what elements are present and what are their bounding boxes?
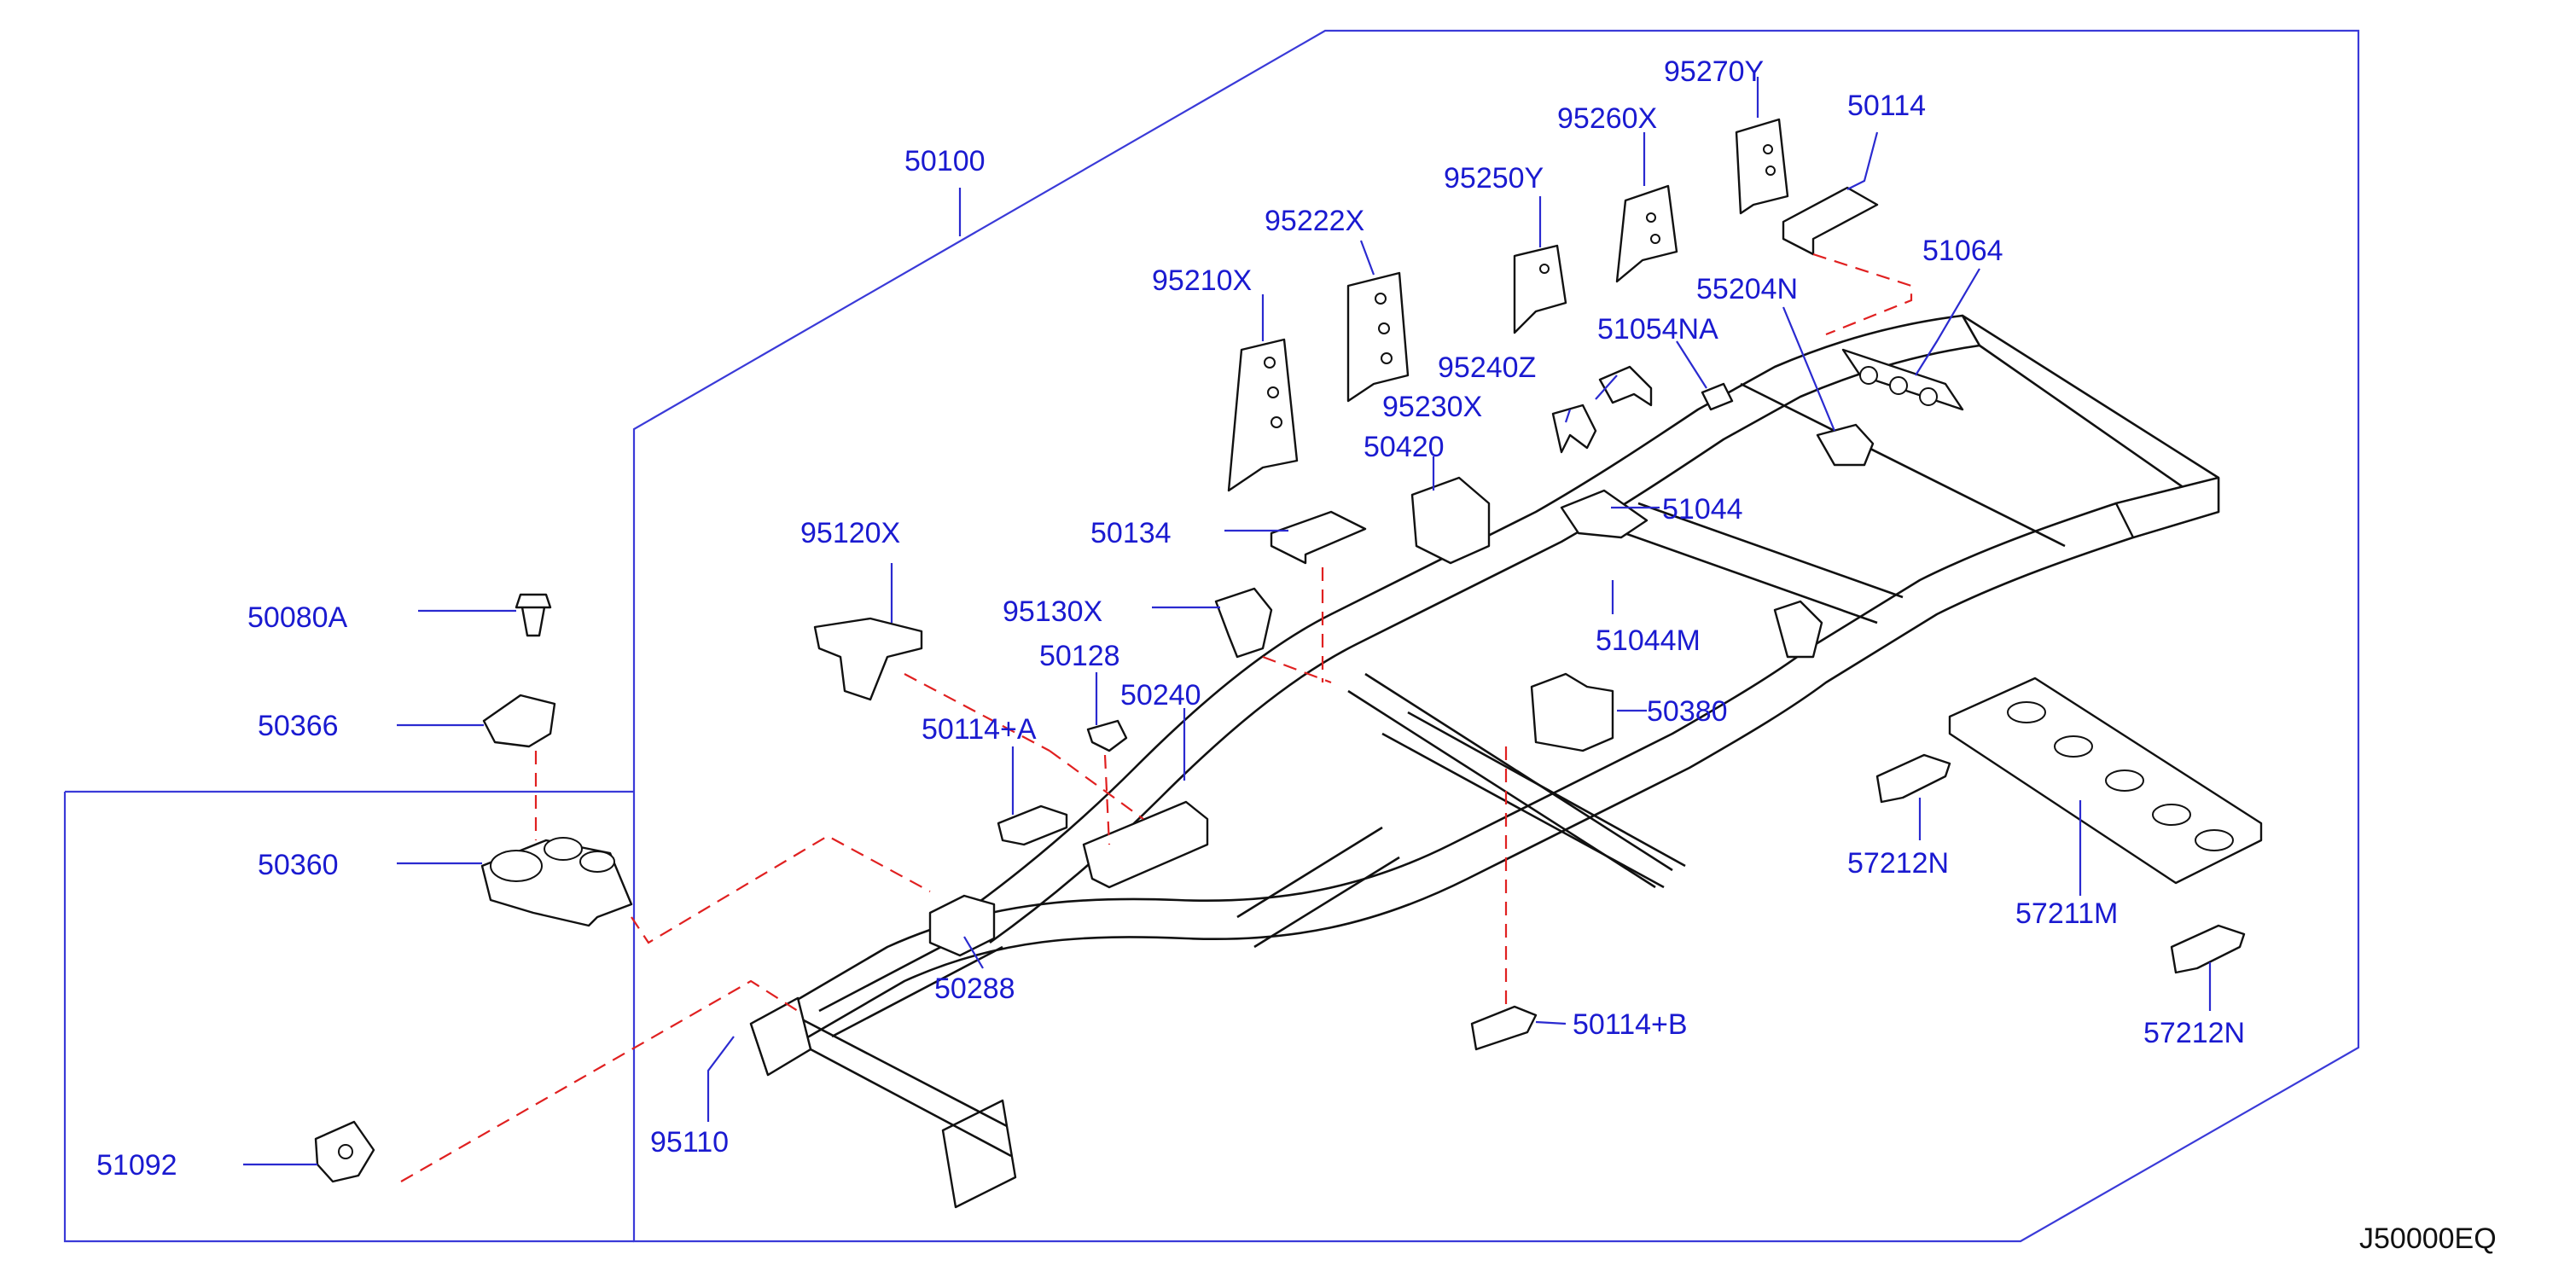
label-57212N-bottom: 57212N (2143, 1017, 2245, 1049)
diagram-code: J50000EQ (2359, 1222, 2497, 1255)
label-95130X: 95130X (1003, 595, 1102, 628)
part-50380 (1530, 672, 1614, 752)
label-57212N-top: 57212N (1847, 847, 1949, 880)
label-50100: 50100 (904, 145, 986, 177)
label-50114A: 50114+A (922, 713, 1037, 746)
label-95240Z: 95240Z (1438, 351, 1536, 384)
attachment-lines (400, 253, 1913, 1182)
part-57212N-bottom (2170, 924, 2246, 974)
part-50114 (1782, 186, 1879, 256)
label-95210X: 95210X (1152, 264, 1252, 297)
part-50114B (1470, 1005, 1538, 1051)
label-50114B: 50114+B (1573, 1008, 1688, 1041)
part-50080A (515, 593, 552, 637)
part-50134 (1270, 510, 1367, 565)
part-55204N (1816, 423, 1875, 467)
part-95230X (1551, 404, 1597, 454)
part-95210X (1227, 338, 1299, 492)
label-51044: 51044 (1662, 493, 1743, 526)
label-50128: 50128 (1039, 640, 1120, 672)
part-50366 (482, 694, 556, 748)
label-95250Y: 95250Y (1444, 162, 1544, 195)
part-50288 (928, 894, 996, 957)
assembly-border (632, 29, 2360, 1243)
part-51054NA (1701, 382, 1734, 411)
label-95120X: 95120X (800, 517, 900, 549)
part-95250Y (1513, 244, 1567, 334)
label-50360: 50360 (258, 849, 339, 881)
part-50114A (997, 804, 1068, 846)
leader-lines (243, 77, 2212, 1166)
label-50380: 50380 (1647, 695, 1728, 728)
part-50128 (1086, 719, 1128, 752)
part-labels: 50100 95270Y 95260X 50114 95250Y 51064 9… (96, 55, 2245, 1182)
label-50080A: 50080A (247, 601, 348, 634)
part-95110 (749, 996, 812, 1077)
label-50420: 50420 (1364, 431, 1445, 463)
label-95260X: 95260X (1557, 102, 1657, 135)
part-95222X (1346, 271, 1410, 403)
part-shapes (314, 118, 2263, 1183)
label-95222X: 95222X (1265, 205, 1364, 237)
part-95240Z (1598, 365, 1653, 407)
label-95270Y: 95270Y (1664, 55, 1764, 88)
part-50420 (1410, 476, 1491, 565)
label-50134: 50134 (1090, 517, 1172, 549)
part-57212N-top (1875, 753, 1951, 804)
label-51092: 51092 (96, 1149, 177, 1182)
label-95110: 95110 (650, 1126, 729, 1159)
label-50366: 50366 (258, 710, 339, 742)
label-51044M: 51044M (1596, 624, 1701, 657)
label-51064: 51064 (1922, 235, 2003, 267)
part-50240 (1082, 800, 1209, 889)
label-95230X: 95230X (1382, 391, 1482, 423)
label-57211M: 57211M (2015, 897, 2118, 930)
part-95120X (813, 617, 923, 701)
assembly-border-left (63, 792, 634, 1243)
part-95270Y (1735, 118, 1789, 215)
part-51044 (1560, 489, 1649, 539)
part-95260X (1615, 184, 1678, 283)
label-51054NA: 51054NA (1597, 313, 1718, 346)
label-50240: 50240 (1120, 679, 1201, 711)
label-55204N: 55204N (1696, 273, 1798, 305)
label-50288: 50288 (934, 973, 1015, 1005)
part-51044M (1773, 600, 1823, 659)
label-50114: 50114 (1847, 90, 1926, 122)
part-95130X (1214, 587, 1273, 659)
